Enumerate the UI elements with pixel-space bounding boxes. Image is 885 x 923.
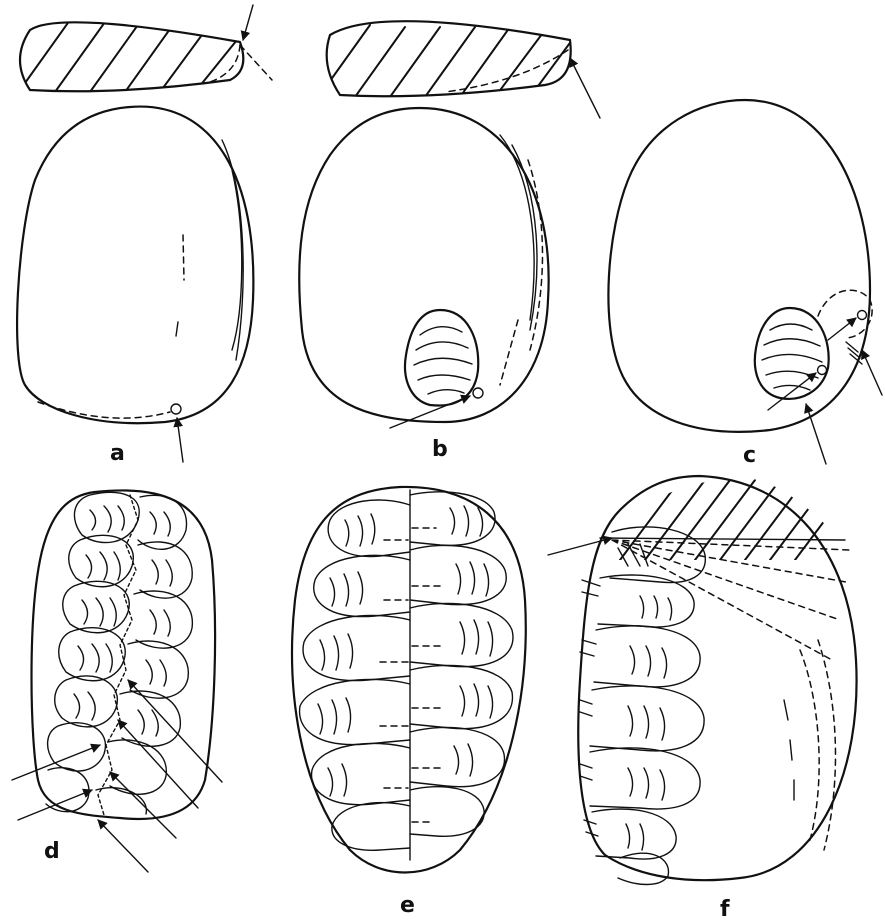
panel-b-first-chamber xyxy=(405,310,478,406)
arrow-f xyxy=(548,538,612,555)
arrow-a-bottom xyxy=(177,418,183,462)
arrow-c-4 xyxy=(862,350,882,395)
panel-f-dash-1 xyxy=(800,650,819,840)
panel-label-e: e xyxy=(400,893,415,918)
arrow-b-bottom xyxy=(390,396,470,428)
arrow-d-1 xyxy=(12,745,100,780)
panel-e-chambers-left xyxy=(300,500,410,850)
arrow-d-5 xyxy=(118,720,198,808)
panel-f-outline xyxy=(578,476,856,880)
panel-e-outline xyxy=(292,487,526,873)
panel-label-a: a xyxy=(110,441,125,466)
panel-label-d: d xyxy=(44,839,60,864)
panel-f-dash-2 xyxy=(818,640,835,850)
panel-label-c: c xyxy=(743,443,756,468)
panel-c: c xyxy=(608,100,882,468)
panel-label-b: b xyxy=(432,437,448,462)
panel-e: e xyxy=(292,487,526,918)
panel-c-chambers xyxy=(755,308,829,399)
panel-b-shell xyxy=(299,108,548,428)
panel-d-chambers xyxy=(46,492,192,814)
panel-d: d xyxy=(12,490,222,872)
panel-c-shell xyxy=(608,100,882,464)
arrow-c-1 xyxy=(768,373,816,410)
panel-a-cross-section xyxy=(20,5,272,92)
arrow-d-3 xyxy=(98,820,148,872)
panel-f-ticks xyxy=(784,700,794,800)
panel-f-chambers xyxy=(580,575,704,885)
arrow-d-4 xyxy=(110,772,176,838)
panel-b: b xyxy=(299,21,600,462)
arrow-a-top xyxy=(243,5,253,40)
panel-a: a xyxy=(17,5,272,466)
arrow-d-2 xyxy=(18,790,92,820)
panel-label-f: f xyxy=(720,897,730,922)
arrow-b-top xyxy=(570,58,600,118)
panel-a-shell xyxy=(17,107,253,462)
panel-b-cross-section xyxy=(320,21,600,118)
panel-f: f xyxy=(548,476,857,922)
